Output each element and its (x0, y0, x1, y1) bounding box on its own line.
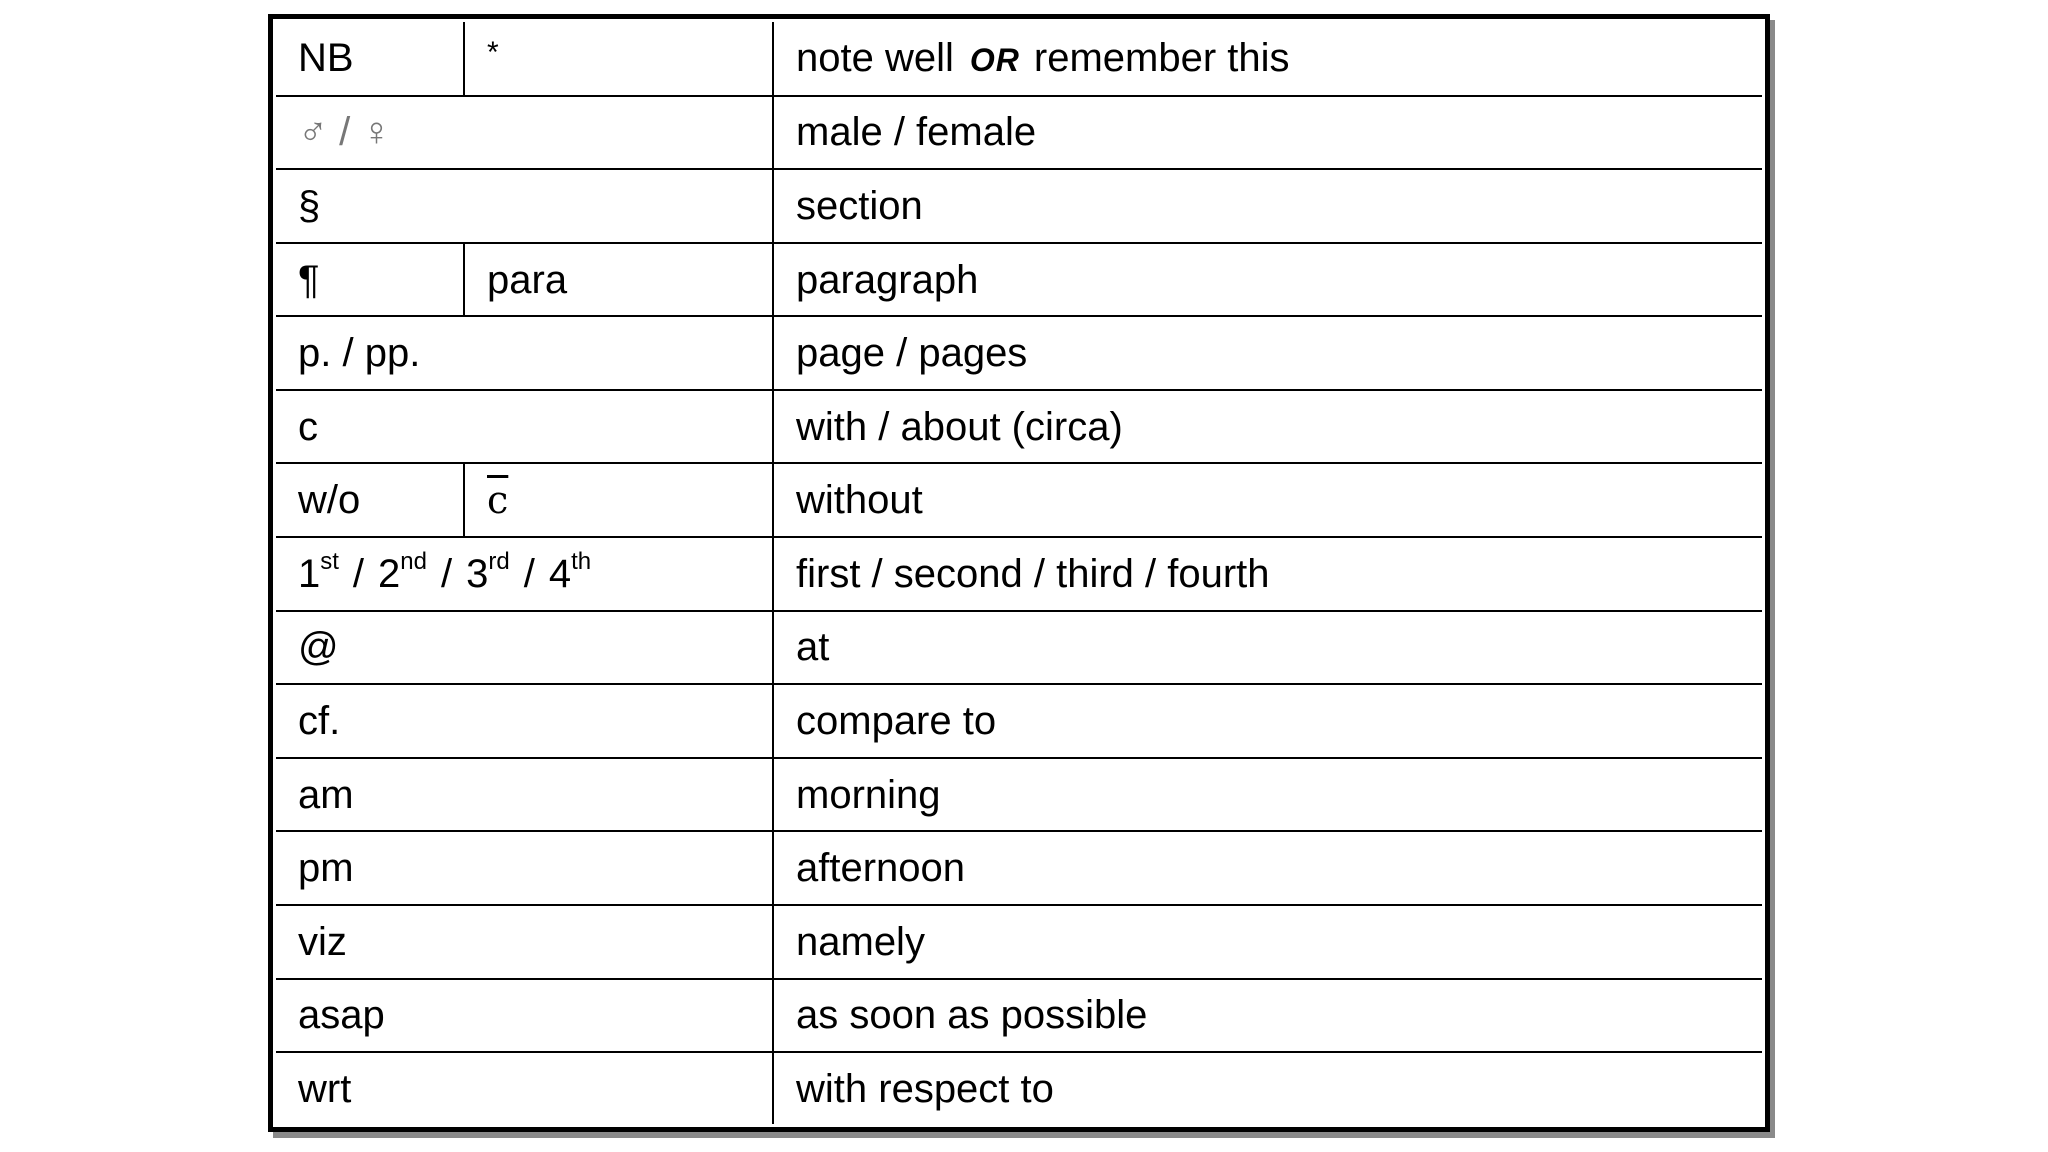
meaning-cell: male / female (772, 94, 1762, 171)
table-row: asap as soon as possible (276, 977, 1762, 1054)
meaning-part-a: note well (796, 36, 954, 81)
ordinals-cell: 1st / 2nd / 3rd / 4th (276, 536, 774, 612)
table-row: pm afternoon (276, 830, 1762, 906)
table-row: ♂ / ♀ male / female (276, 94, 1762, 171)
abbr-cell: p. / pp. (276, 315, 774, 391)
meaning-cell: with / about (circa) (772, 388, 1762, 465)
table-row: viz namely (276, 903, 1762, 980)
or-word: OR (969, 42, 1020, 79)
ordinal-separator: / (523, 551, 535, 596)
table-row: 1st / 2nd / 3rd / 4th first / second / third /… (276, 536, 1762, 612)
abbr-cell: c (276, 388, 774, 465)
ordinal-separator: / (441, 551, 453, 596)
meaning-cell: first / second / third / fourth (772, 536, 1762, 612)
meaning-cell: as soon as possible (772, 977, 1762, 1054)
alt-abbr-cell: * (463, 22, 774, 97)
abbr-cell: ♂ / ♀ (276, 94, 774, 171)
ordinal-3: 3rd (466, 547, 510, 596)
ordinal-2: 2nd (378, 547, 427, 596)
abbr-cell: viz (276, 903, 774, 980)
meaning-cell: at (772, 609, 1762, 686)
meaning-cell: note well OR remember this (772, 22, 1762, 97)
abbr-cell: ¶ (276, 241, 465, 318)
abbreviations-table-frame: NB * note well OR remember this ♂ / ♀ male… (268, 14, 1770, 1132)
table-row: c with / about (circa) (276, 388, 1762, 465)
abbreviations-table: NB * note well OR remember this ♂ / ♀ male… (276, 22, 1762, 1124)
meaning-cell: namely (772, 903, 1762, 980)
meaning-cell: paragraph (772, 241, 1762, 318)
table-row: p. / pp. page / pages (276, 315, 1762, 391)
abbr-cell: § (276, 168, 774, 244)
abbr-cell: NB (276, 22, 465, 97)
meaning-cell: without (772, 462, 1762, 539)
table-row: w/o c without (276, 462, 1762, 539)
abbr-cell: pm (276, 830, 774, 906)
abbr-cell: cf. (276, 683, 774, 759)
abbr-cell: w/o (276, 462, 465, 539)
table-row: cf. compare to (276, 683, 1762, 759)
alt-abbr-cell: para (463, 241, 774, 318)
abbr-cell: @ (276, 609, 774, 686)
meaning-cell: page / pages (772, 315, 1762, 391)
table-row: am morning (276, 756, 1762, 833)
meaning-cell: compare to (772, 683, 1762, 759)
meaning-cell: morning (772, 756, 1762, 833)
ordinal-1: 1st (298, 547, 339, 596)
table-row: ¶ para paragraph (276, 241, 1762, 318)
meaning-cell: section (772, 168, 1762, 244)
abbr-cell: am (276, 756, 774, 833)
table-row: @ at (276, 609, 1762, 686)
c-bar-symbol: c (487, 478, 509, 523)
table-row: wrt with respect to (276, 1051, 1762, 1124)
table-row: NB * note well OR remember this (276, 22, 1762, 97)
ordinal-4: 4th (548, 547, 592, 596)
abbr-cell: asap (276, 977, 774, 1054)
meaning-cell: with respect to (772, 1051, 1762, 1124)
table-row: § section (276, 168, 1762, 244)
meaning-cell: afternoon (772, 830, 1762, 906)
abbr-cell: wrt (276, 1051, 774, 1124)
asterisk-symbol: * (487, 35, 499, 69)
ordinal-separator: / (352, 551, 365, 596)
meaning-part-b: remember this (1033, 36, 1290, 81)
alt-abbr-cell: c (463, 462, 774, 539)
